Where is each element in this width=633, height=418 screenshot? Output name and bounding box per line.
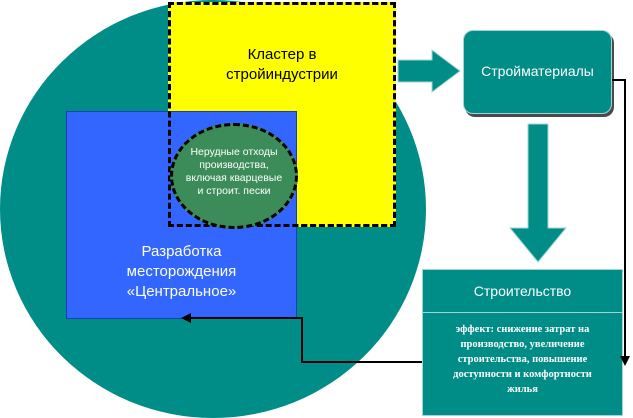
cluster-label: Кластер в стройиндустрии	[226, 46, 338, 83]
deposit-label: Разработка месторождения «Центральное»	[126, 243, 237, 300]
construction-effect: эффект: снижение затрат на производство,…	[453, 324, 592, 395]
arrow-cluster-to-materials	[397, 49, 461, 93]
arrowhead-deposit	[181, 313, 191, 323]
materials-box: Стройматериалы	[463, 30, 612, 114]
arrow-materials-to-construction	[508, 123, 568, 263]
materials-label: Стройматериалы	[481, 63, 594, 79]
construction-title: Строительство	[423, 270, 622, 313]
construction-box: Строительство эффект: снижение затрат на…	[422, 269, 623, 416]
line-construction-to-deposit	[188, 317, 422, 363]
waste-circle: Нерудные отходы производства, включая кв…	[170, 123, 298, 229]
waste-label: Нерудные отходы производства, включая кв…	[185, 146, 283, 197]
arrowhead-right-line	[620, 356, 630, 366]
line-materials-to-construction-right	[612, 79, 626, 362]
